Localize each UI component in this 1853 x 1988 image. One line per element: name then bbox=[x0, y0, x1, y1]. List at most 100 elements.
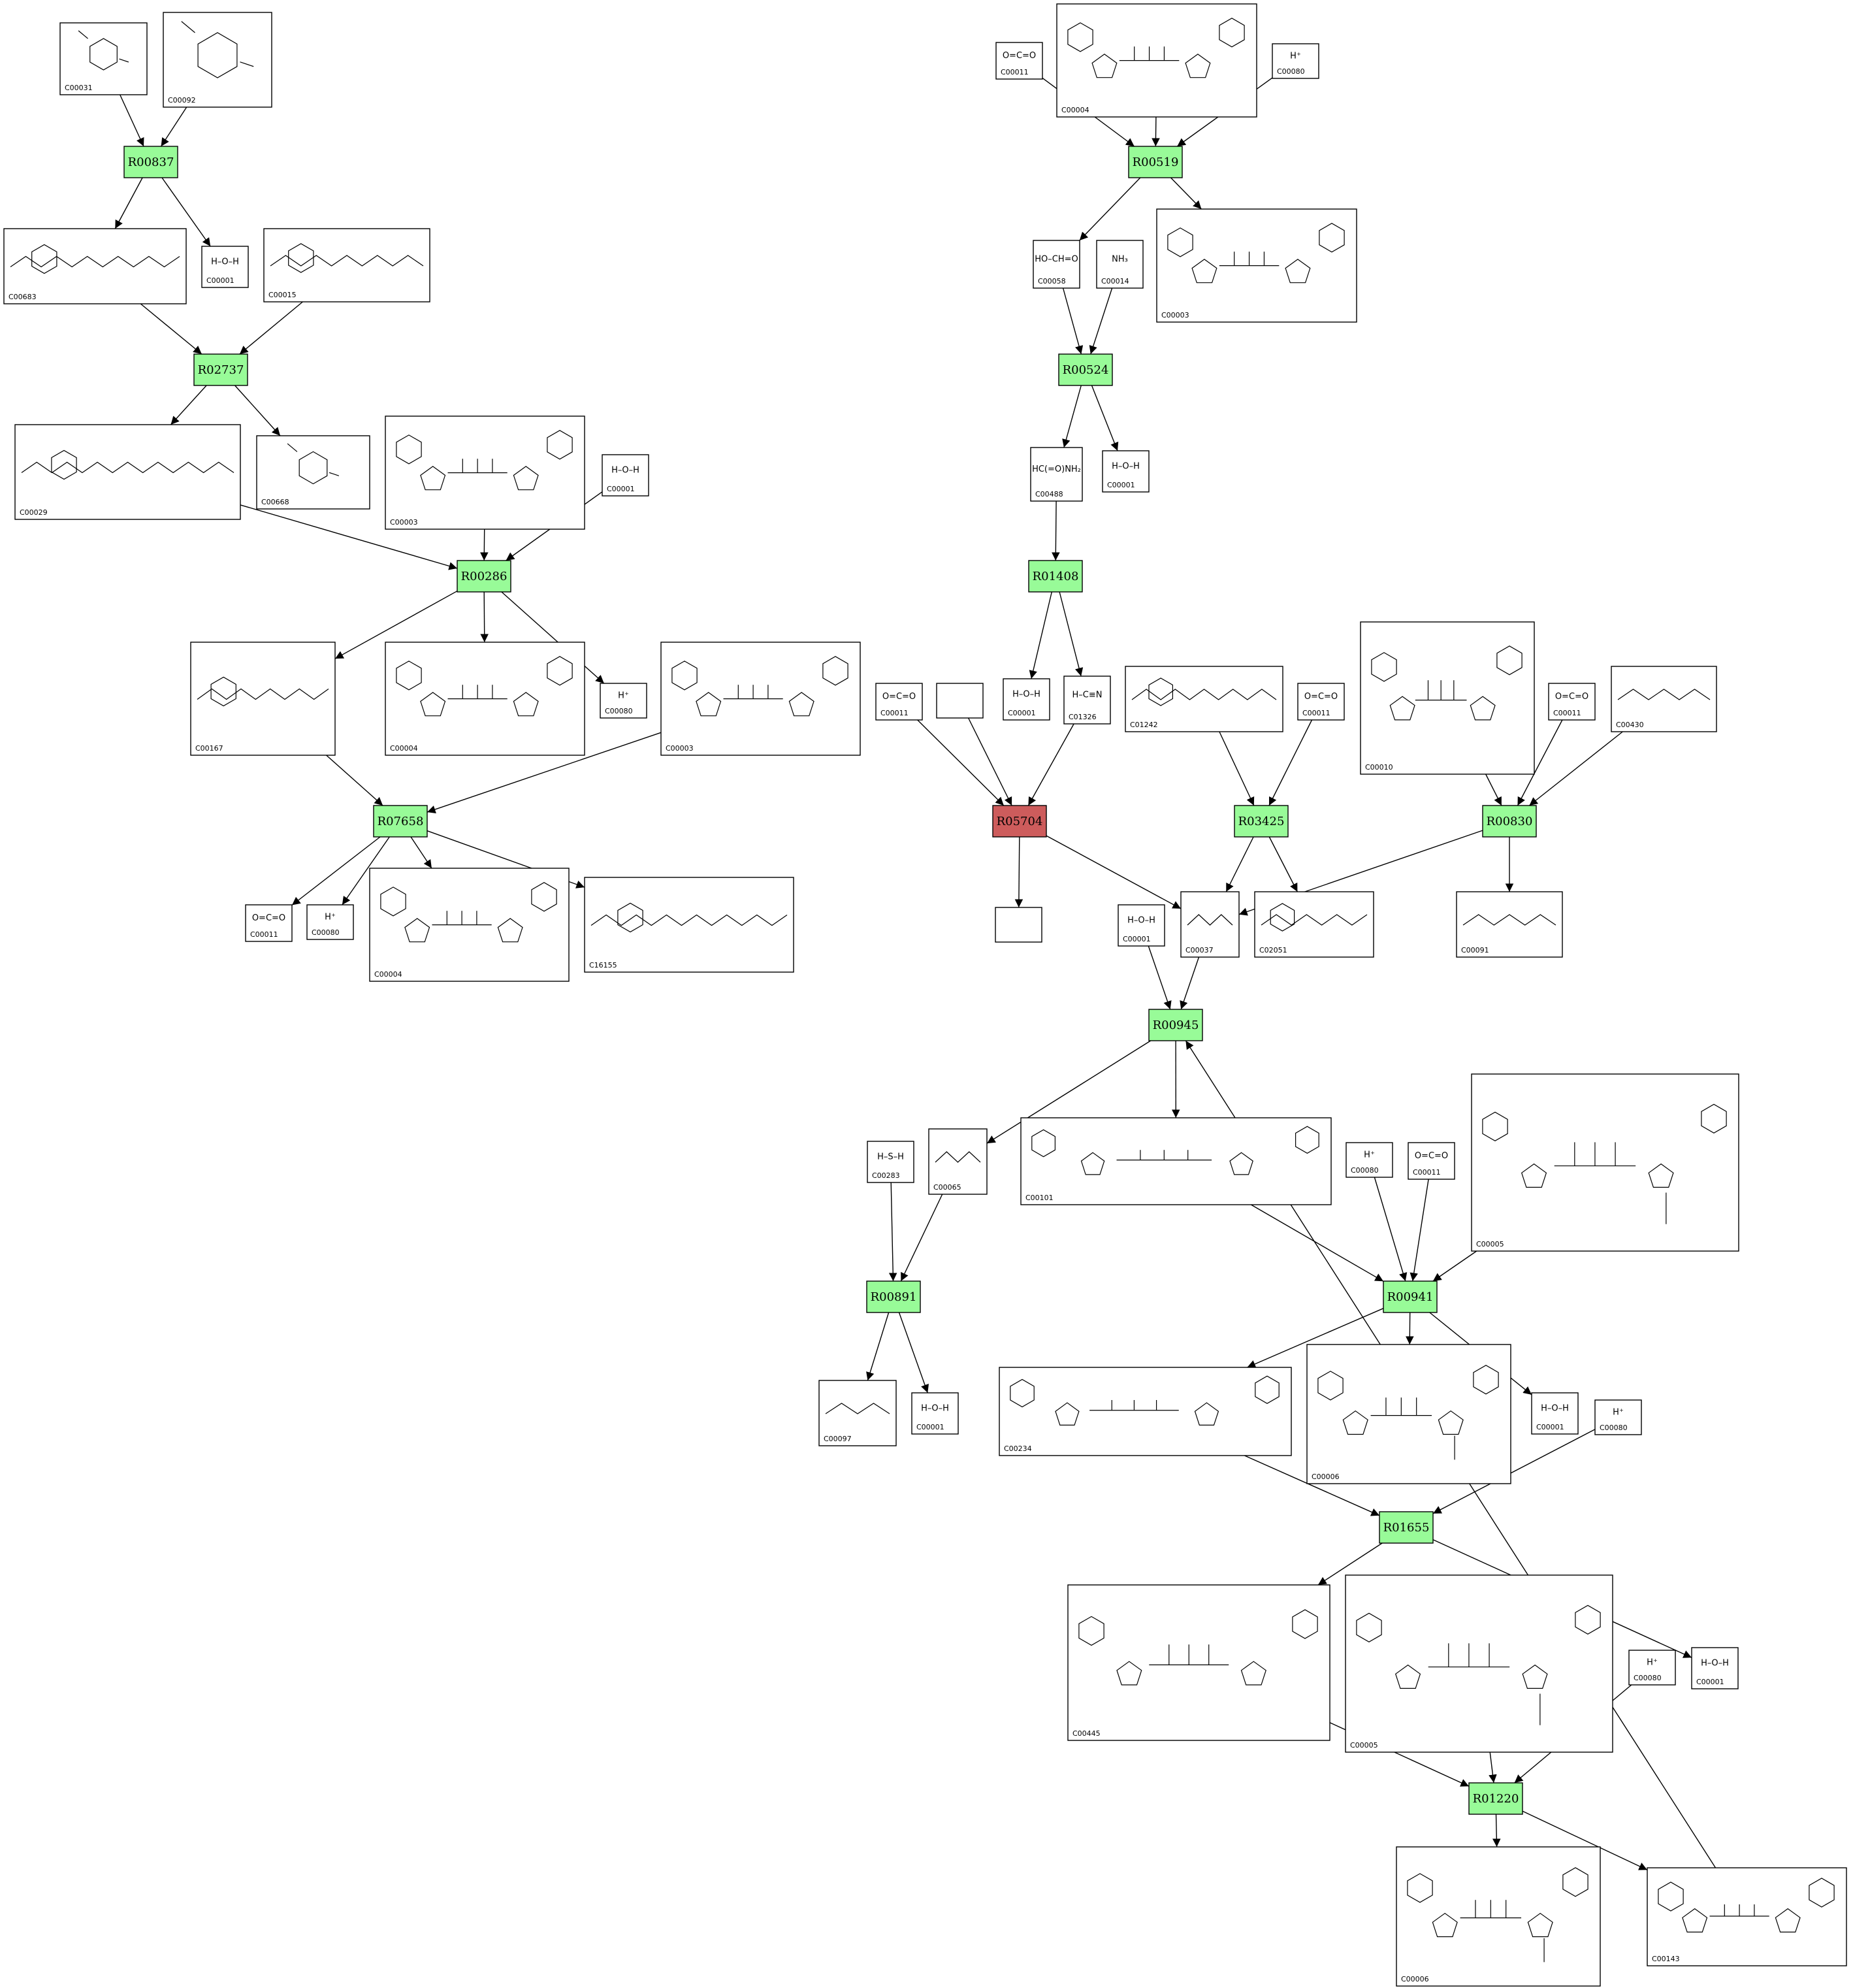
compound-box[interactable] bbox=[1180, 891, 1240, 958]
compound-box[interactable] bbox=[867, 1141, 914, 1183]
compound-node-c00080e[interactable]: H⁺C00080 bbox=[1594, 1399, 1642, 1435]
compound-box[interactable] bbox=[14, 424, 241, 520]
compound-box[interactable] bbox=[1254, 891, 1374, 958]
reaction-box[interactable] bbox=[1468, 1782, 1523, 1815]
compound-box[interactable] bbox=[995, 42, 1043, 80]
compound-node-c00167[interactable]: C00167 bbox=[190, 642, 336, 756]
compound-node-c00004a[interactable]: C00004 bbox=[385, 642, 585, 756]
compound-box[interactable] bbox=[1360, 621, 1535, 775]
compound-box[interactable] bbox=[245, 904, 293, 942]
compound-box[interactable] bbox=[1118, 904, 1165, 947]
reaction-node-r00891[interactable]: R00891 bbox=[866, 1280, 921, 1313]
reaction-box[interactable] bbox=[992, 805, 1047, 838]
compound-box[interactable] bbox=[263, 228, 430, 302]
compound-node-c00683[interactable]: C00683 bbox=[3, 228, 187, 304]
compound-node-c00003c[interactable]: C00003 bbox=[1156, 208, 1357, 323]
compound-box[interactable] bbox=[201, 246, 249, 288]
compound-box[interactable] bbox=[1396, 1846, 1601, 1987]
compound-box[interactable] bbox=[1102, 450, 1150, 493]
compound-box[interactable] bbox=[1063, 676, 1111, 725]
compound-box[interactable] bbox=[1003, 678, 1050, 721]
compound-node-c00006b[interactable]: C00006 bbox=[1396, 1846, 1601, 1987]
compound-box[interactable] bbox=[1096, 240, 1144, 289]
compound-box[interactable] bbox=[1408, 1142, 1455, 1180]
compound-box[interactable] bbox=[1345, 1574, 1613, 1753]
compound-node-c00080b[interactable]: H⁺C00080 bbox=[306, 904, 354, 940]
compound-box[interactable] bbox=[3, 228, 187, 304]
compound-box[interactable] bbox=[1628, 1650, 1676, 1686]
reaction-node-r00524[interactable]: R00524 bbox=[1058, 353, 1113, 386]
compound-node-c00091[interactable]: C00091 bbox=[1456, 891, 1563, 958]
compound-node-blank2[interactable] bbox=[995, 907, 1042, 943]
reaction-node-r00519[interactable]: R00519 bbox=[1128, 146, 1183, 178]
compound-box[interactable] bbox=[190, 642, 336, 756]
compound-node-c00097[interactable]: C00097 bbox=[818, 1380, 897, 1446]
compound-box[interactable] bbox=[911, 1392, 959, 1435]
compound-node-c00430[interactable]: C00430 bbox=[1611, 666, 1717, 732]
compound-box[interactable] bbox=[1647, 1867, 1847, 1966]
reaction-node-r01220[interactable]: R01220 bbox=[1468, 1782, 1523, 1815]
reaction-box[interactable] bbox=[1234, 805, 1289, 838]
compound-box[interactable] bbox=[1456, 891, 1563, 958]
reaction-node-r02737[interactable]: R02737 bbox=[193, 353, 248, 386]
compound-node-c00080f[interactable]: H⁺C00080 bbox=[1628, 1650, 1676, 1686]
compound-box[interactable] bbox=[1067, 1584, 1330, 1741]
compound-node-c00065[interactable]: C00065 bbox=[928, 1128, 988, 1195]
compound-node-c00037[interactable]: C00037 bbox=[1180, 891, 1240, 958]
compound-box[interactable] bbox=[1020, 1117, 1332, 1205]
compound-box[interactable] bbox=[818, 1380, 897, 1446]
compound-node-c00010[interactable]: C00010 bbox=[1360, 621, 1535, 775]
compound-node-c00031[interactable]: C00031 bbox=[59, 22, 148, 95]
reaction-node-r03425[interactable]: R03425 bbox=[1234, 805, 1289, 838]
compound-box[interactable] bbox=[1306, 1344, 1511, 1484]
compound-node-c00004b[interactable]: C00004 bbox=[369, 868, 570, 982]
compound-box[interactable] bbox=[928, 1128, 988, 1195]
compound-node-c16155[interactable]: C16155 bbox=[584, 877, 794, 973]
reaction-box[interactable] bbox=[1482, 805, 1537, 838]
compound-node-c00029[interactable]: C00029 bbox=[14, 424, 241, 520]
compound-node-c00005a[interactable]: C00005 bbox=[1471, 1073, 1739, 1252]
compound-node-c00015[interactable]: C00015 bbox=[263, 228, 430, 302]
compound-node-c00004c[interactable]: C00004 bbox=[1056, 3, 1257, 118]
compound-box[interactable] bbox=[1272, 43, 1319, 79]
reaction-node-r07658[interactable]: R07658 bbox=[373, 805, 428, 838]
reaction-node-r00945[interactable]: R00945 bbox=[1148, 1009, 1203, 1041]
compound-box[interactable] bbox=[936, 683, 984, 719]
compound-box[interactable] bbox=[600, 683, 647, 719]
reaction-box[interactable] bbox=[1148, 1009, 1203, 1041]
reaction-box[interactable] bbox=[1028, 560, 1083, 593]
reaction-node-r01655[interactable]: R01655 bbox=[1379, 1511, 1434, 1544]
compound-node-c00234[interactable]: C00234 bbox=[999, 1367, 1292, 1456]
reaction-node-r00941[interactable]: R00941 bbox=[1383, 1280, 1438, 1313]
compound-box[interactable] bbox=[1297, 683, 1345, 721]
compound-node-c00080c[interactable]: H⁺C00080 bbox=[1272, 43, 1319, 79]
compound-box[interactable] bbox=[875, 683, 923, 721]
compound-node-blank1[interactable] bbox=[936, 683, 984, 719]
compound-node-c00006a[interactable]: C00006 bbox=[1306, 1344, 1511, 1484]
compound-node-c00005b[interactable]: C00005 bbox=[1345, 1574, 1613, 1753]
compound-node-c00092[interactable]: C00092 bbox=[163, 12, 272, 108]
compound-node-c00101[interactable]: C00101 bbox=[1020, 1117, 1332, 1205]
compound-box[interactable] bbox=[1471, 1073, 1739, 1252]
compound-node-c00143[interactable]: C00143 bbox=[1647, 1867, 1847, 1966]
reaction-node-r00286[interactable]: R00286 bbox=[457, 560, 511, 593]
compound-node-c00668[interactable]: C00668 bbox=[256, 435, 370, 510]
compound-box[interactable] bbox=[256, 435, 370, 510]
compound-node-c02051[interactable]: C02051 bbox=[1254, 891, 1374, 958]
compound-box[interactable] bbox=[995, 907, 1042, 943]
reaction-box[interactable] bbox=[373, 805, 428, 838]
